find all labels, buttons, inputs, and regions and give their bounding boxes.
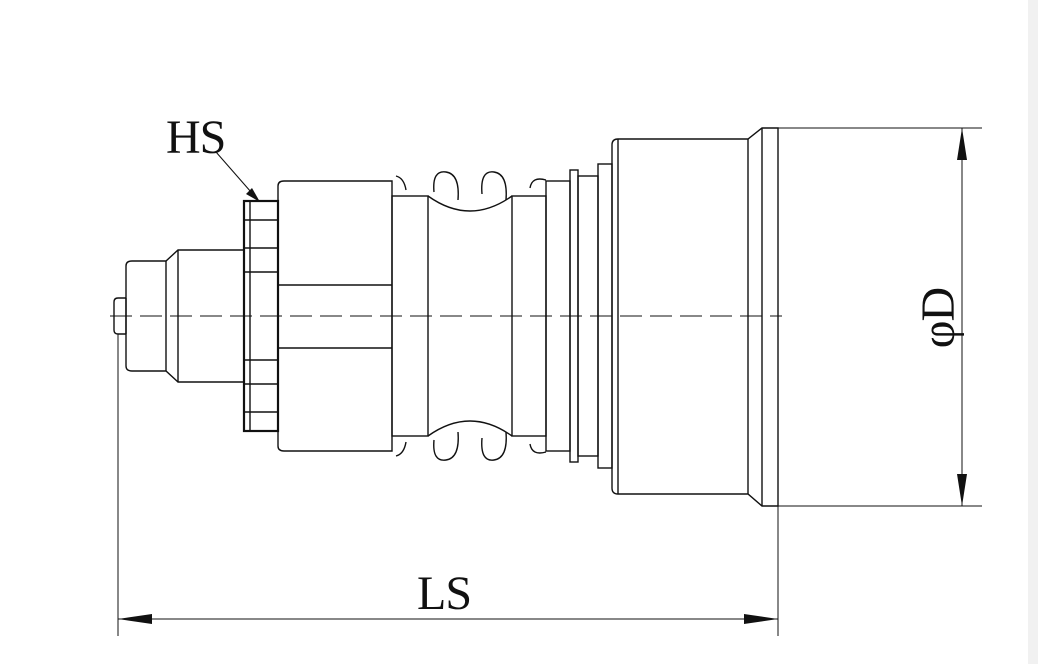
page-edge [1028, 0, 1038, 664]
length-label: LS [417, 567, 471, 620]
body-hex [277, 180, 393, 452]
svg-text:φD: φD [912, 288, 965, 348]
length-dimension [117, 334, 779, 636]
diameter-dimension [778, 127, 982, 507]
diameter-label: D [912, 288, 965, 322]
hex-leader [215, 151, 260, 202]
flange-rings [545, 163, 613, 469]
large-body [611, 127, 779, 507]
diameter-label-group: φD [912, 288, 965, 348]
diameter-symbol: φ [912, 321, 965, 348]
hex-size-label: HS [166, 111, 225, 164]
